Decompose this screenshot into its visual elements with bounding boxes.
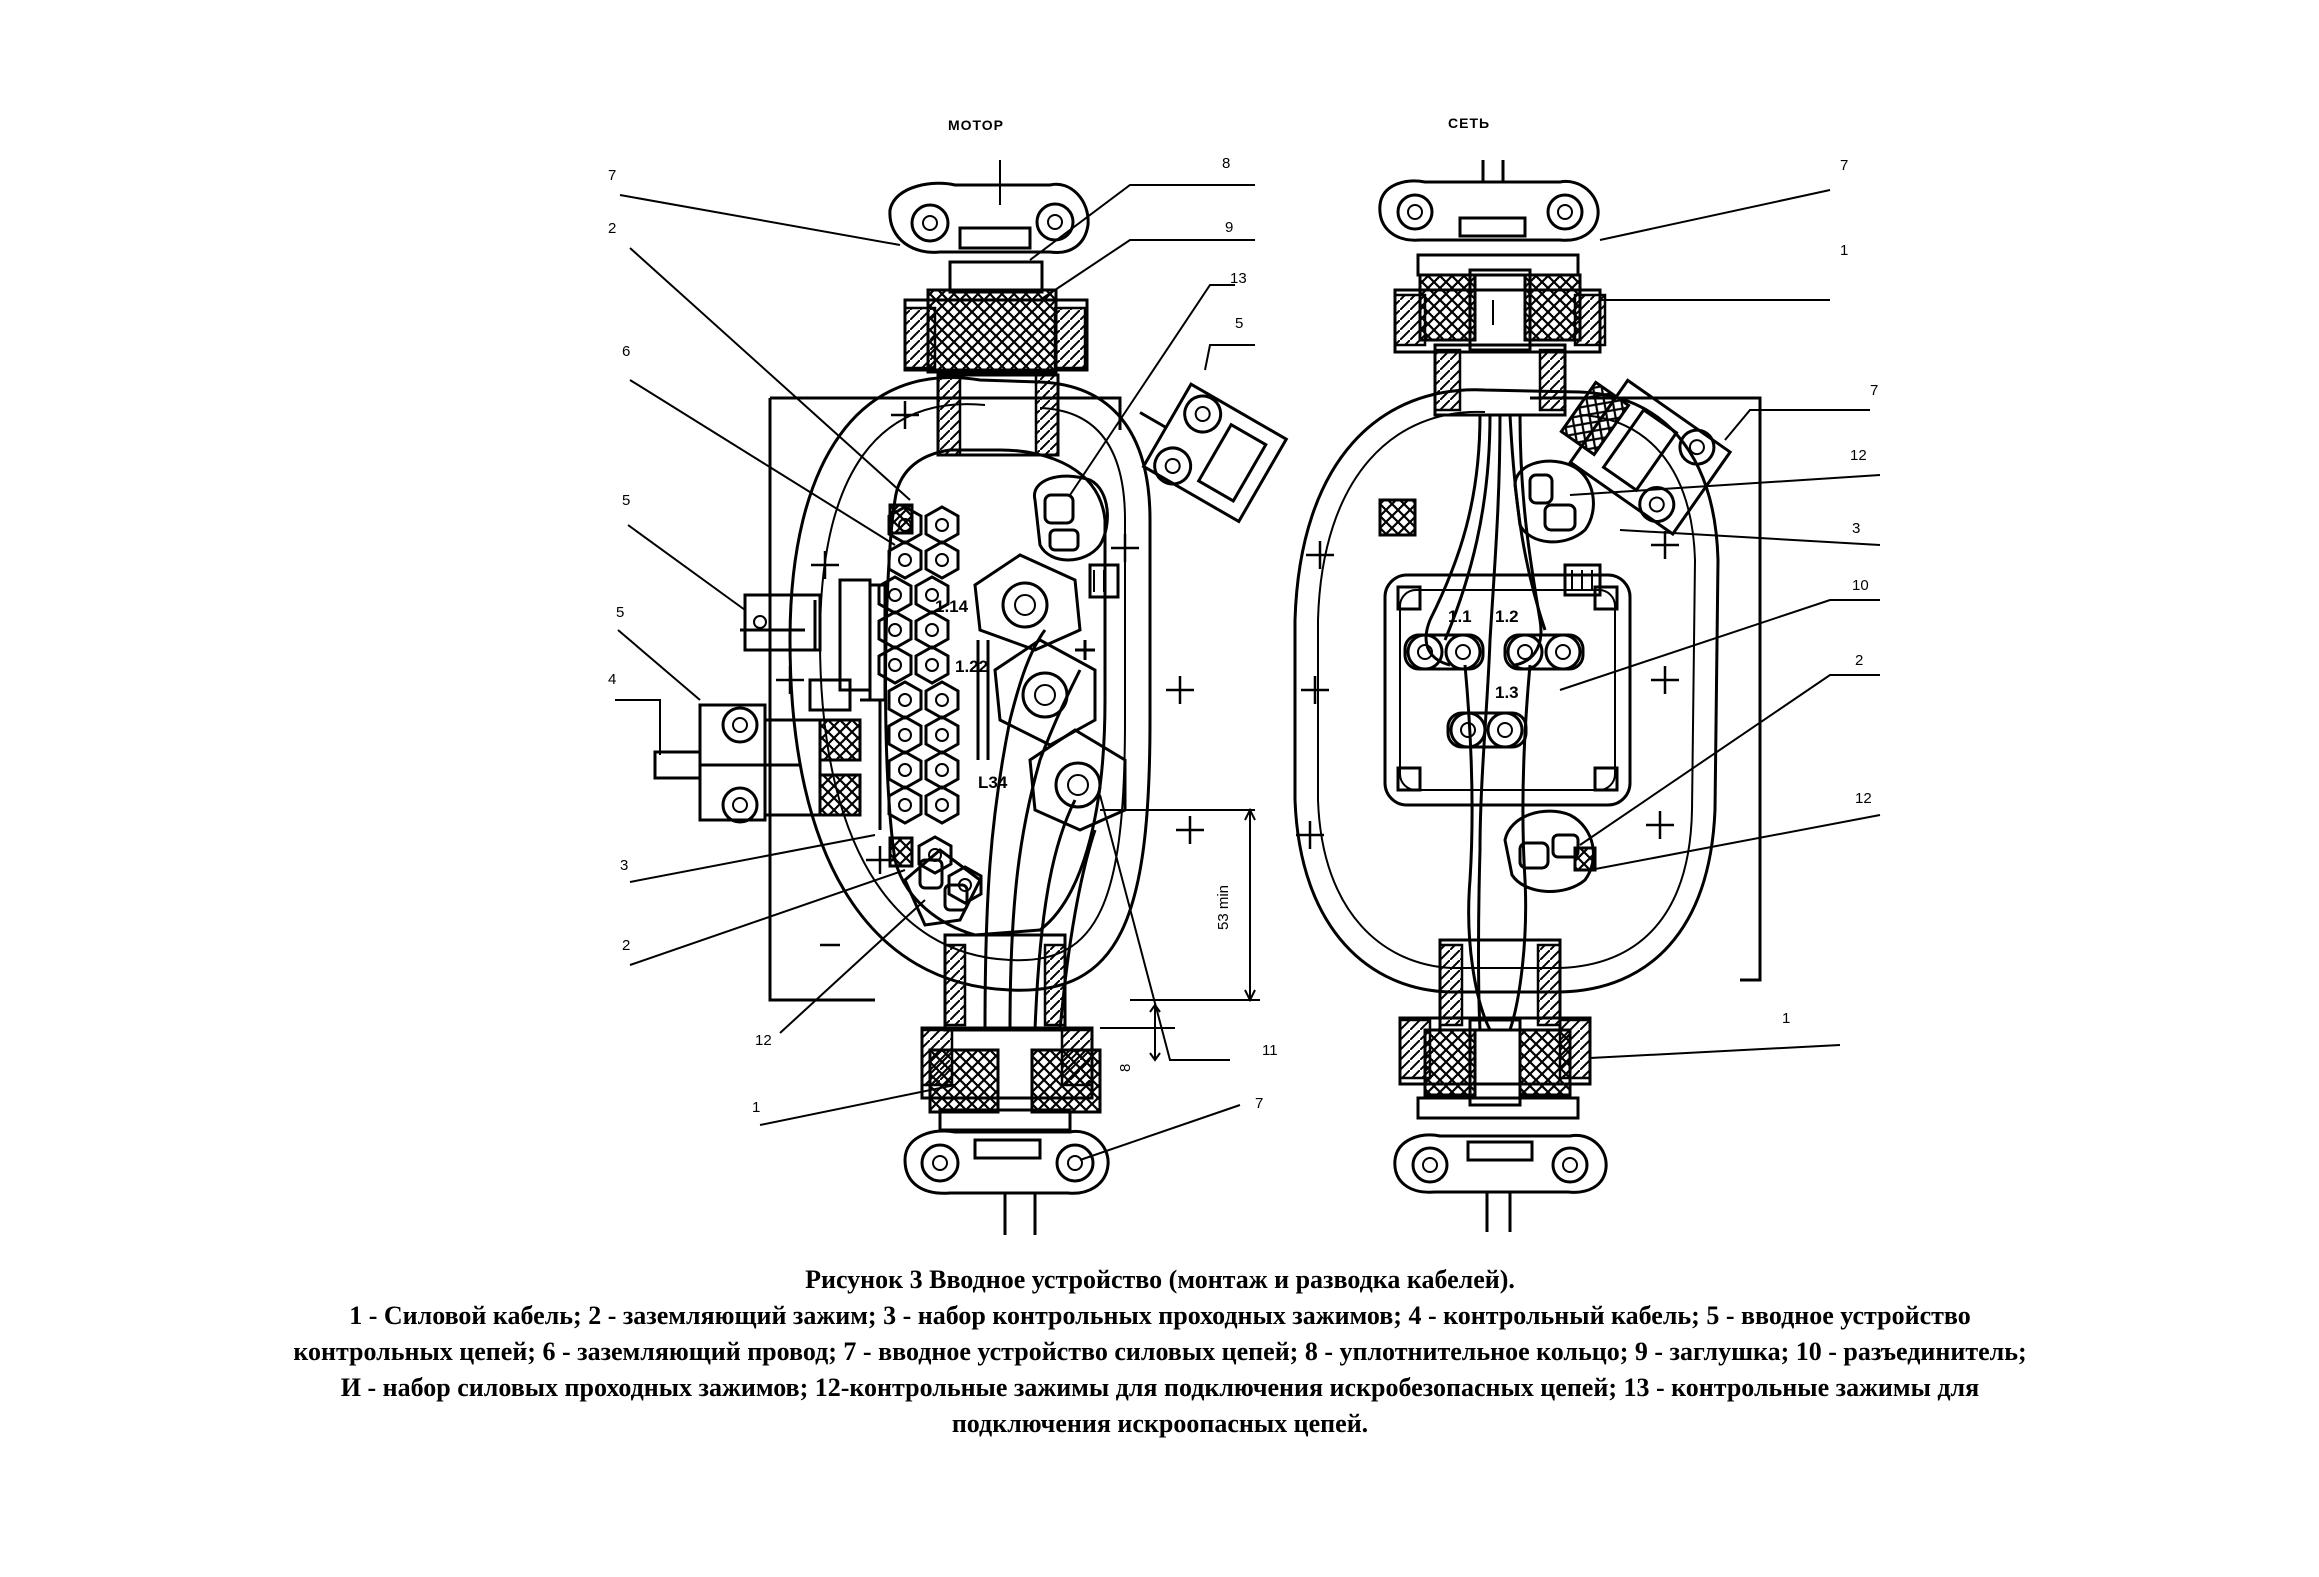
label-network-12-top: 12: [1850, 447, 1867, 464]
heading-motor: МОТОР: [948, 117, 1004, 133]
caption-line-2: контрольных цепей; 6 - заземляющий прово…: [293, 1337, 2027, 1366]
label-motor-1: 1: [752, 1099, 760, 1116]
label-motor-3: 3: [620, 857, 628, 874]
label-motor-12: 12: [755, 1032, 772, 1049]
label-motor-5-upper: 5: [622, 492, 630, 509]
label-motor-9: 9: [1225, 219, 1233, 236]
label-network-7-right: 7: [1870, 382, 1878, 399]
label-motor-5-lower: 5: [616, 604, 624, 621]
figure-caption: Рисунок 3 Вводное устройство (монтаж и р…: [160, 1262, 2160, 1442]
label-motor-2-bottom: 2: [622, 937, 630, 954]
caption-line-4: подключения искроопасных цепей.: [951, 1409, 1369, 1438]
dimension-53-min: 53 min: [1215, 885, 1232, 930]
label-network-7: 7: [1840, 157, 1848, 174]
terminal-mark-1-14: 1.14: [935, 597, 969, 616]
label-network-1-top: 1: [1840, 242, 1848, 259]
label-network-10: 10: [1852, 577, 1869, 594]
label-motor-7: 7: [608, 167, 616, 184]
label-motor-6: 6: [622, 343, 630, 360]
label-motor-13: 13: [1230, 270, 1247, 287]
network-side-assembly: 1.1 1.2 1.3: [1293, 157, 1881, 1232]
label-motor-2-top: 2: [608, 220, 616, 237]
dimension-8: 8: [1117, 1064, 1134, 1072]
heading-network: СЕТЬ: [1448, 115, 1490, 131]
label-motor-7-bottom: 7: [1255, 1095, 1263, 1112]
label-network-3: 3: [1852, 520, 1860, 537]
motor-side-assembly: 1.14 1.22 L34: [608, 155, 1289, 1235]
caption-line-1: 1 - Силовой кабель; 2 - заземляющий зажи…: [349, 1301, 1971, 1330]
caption-title: Рисунок 3 Вводное устройство (монтаж и р…: [805, 1265, 1515, 1294]
network-leader-lines: [1559, 189, 1881, 1059]
label-motor-8: 8: [1222, 155, 1230, 172]
label-motor-5-right: 5: [1235, 315, 1243, 332]
label-network-2: 2: [1855, 652, 1863, 669]
terminal-mark-1-3: 1.3: [1495, 683, 1519, 702]
label-motor-11: 11: [1262, 1042, 1278, 1059]
label-motor-4: 4: [608, 671, 616, 688]
motor-leader-lines: [615, 184, 1255, 1161]
label-network-12-bottom: 12: [1855, 790, 1872, 807]
terminal-mark-l34: L34: [978, 773, 1008, 792]
terminal-mark-1-2: 1.2: [1495, 607, 1519, 626]
caption-line-3: И - набор силовых проходных зажимов; 12-…: [340, 1373, 1980, 1402]
terminal-mark-1-1: 1.1: [1448, 607, 1472, 626]
label-network-1-bottom: 1: [1782, 1010, 1790, 1027]
terminal-mark-1-22: 1.22: [955, 657, 988, 676]
